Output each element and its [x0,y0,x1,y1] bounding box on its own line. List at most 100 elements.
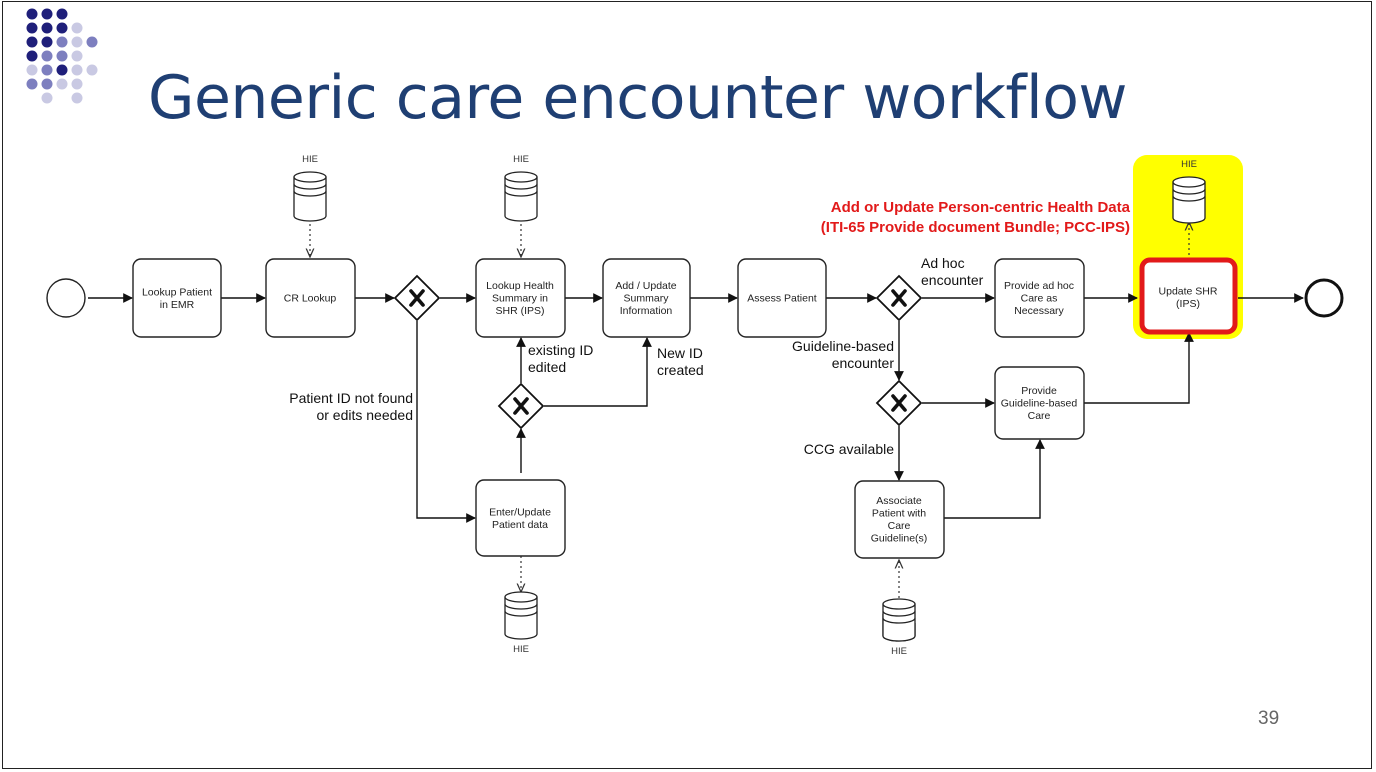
text-line: Patient data [492,519,548,531]
text-line: Provide [1021,385,1057,397]
flow-associate-to-provide-guideline [944,439,1045,519]
decorative-dot [41,22,53,34]
decorative-dot [56,22,68,34]
text-line: Lookup Patient [142,286,212,298]
text-line: Information [620,305,673,317]
hie-datastore-lookup: HIE [504,154,538,222]
text-line: Care as [1021,293,1058,305]
text-line: New ID [657,345,703,361]
text-line: Lookup Health [486,280,554,292]
hie-label: HIE [513,154,529,165]
decorative-dot [86,36,98,48]
text-line: Care [1028,410,1051,422]
flow-gateway-2-to-add-update [544,337,652,407]
decorative-dot [71,22,83,34]
hie-datastore-cr: HIE [293,154,327,222]
text-line: Associate [876,495,922,507]
slide-title: Generic care encounter workflow [148,63,1127,133]
task-cr-lookup-label: CR Lookup [284,293,337,305]
hie-datastore-associate: HIE [882,598,916,657]
decorative-dot [71,64,83,76]
decorative-dot [41,92,53,104]
text-line: Add / Update [615,280,676,292]
decorative-dot [26,22,38,34]
gateway-id-edit [497,382,545,430]
text-line: Assess Patient [747,293,817,305]
text-line: edited [528,359,566,375]
decorative-dot [26,36,38,48]
task-update-shr-label: Update SHR(IPS) [1159,285,1218,310]
text-line: Provide ad hoc [1004,280,1074,292]
x-icon [513,397,529,415]
text-line: Update SHR [1159,285,1218,297]
end-event [1304,278,1344,318]
text-line: created [657,362,704,378]
task-update-shr: Update SHR(IPS) [1139,257,1238,335]
decorative-dot [56,8,68,20]
gateway-encounter-type [875,274,923,322]
x-icon [891,394,907,412]
decorative-dot [26,8,38,20]
text-line: Necessary [1014,305,1064,317]
decorative-dot [26,78,38,90]
decorative-dot [86,64,98,76]
text-line: CR Lookup [284,293,337,305]
text-line: Guideline(s) [871,532,928,544]
decorative-dot [26,64,38,76]
decorative-dot [71,36,83,48]
text-line: Guideline-based [1001,398,1078,410]
flow-gateway-1-to-enter-update [416,321,476,523]
decorative-dot [41,64,53,76]
decorative-dot [56,36,68,48]
text-line: Summary [624,293,670,305]
task-assess-patient-label: Assess Patient [747,293,817,305]
sequence-flows [88,293,1304,523]
text-line: Patient ID not found [289,390,413,406]
text-line: Care [888,520,911,532]
data-associations [310,222,1189,618]
text-line: Summary in [492,293,548,305]
decorative-dot-grid [26,8,98,104]
gateway-patient-id [393,274,441,322]
decorative-dot [41,36,53,48]
text-line: Guideline-based [792,338,894,354]
text-line: in EMR [160,299,195,311]
decorative-dot [26,50,38,62]
text-line: encounter [832,355,895,371]
decorative-dot [71,92,83,104]
decorative-dot [56,64,68,76]
decorative-dot [41,8,53,20]
hie-label: HIE [1181,159,1197,170]
hie-label: HIE [891,646,907,657]
decorative-dot [41,50,53,62]
gateway-ccg [875,379,923,427]
decorative-dot [71,78,83,90]
text-line: (IPS) [1176,298,1200,310]
flow-provide-guideline-to-update-shr [1084,332,1194,404]
decorative-dot [56,78,68,90]
task-assess-patient: Assess Patient [737,258,827,338]
x-icon [891,289,907,307]
text-line: or edits needed [316,407,413,423]
hie-datastore-enter: HIE [504,591,538,655]
decorative-dot [41,78,53,90]
text-line: SHR (IPS) [495,305,544,317]
callout-line-2: (ITI-65 Provide document Bundle; PCC-IPS… [821,219,1130,236]
